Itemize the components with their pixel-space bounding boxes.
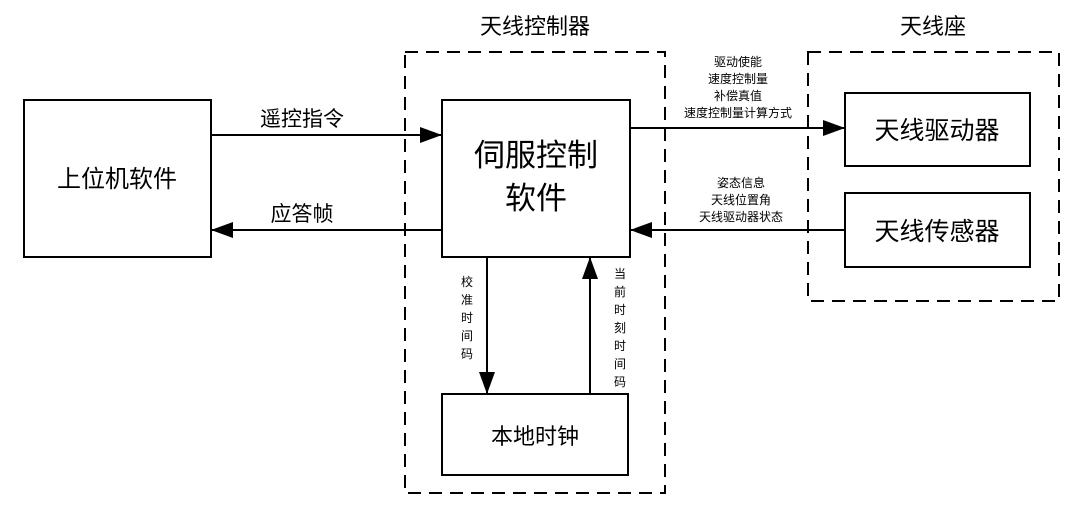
drive-signal-text-1: 驱动使能	[714, 54, 762, 69]
calibration-code-char: 时	[461, 311, 473, 325]
servo-software-block	[441, 99, 631, 258]
servo-software-label-line2: 软件	[505, 181, 567, 217]
remote-command-label: 遥控指令	[260, 107, 344, 131]
current-time-code-char: 刻	[614, 321, 626, 335]
sensor-signal-text-1: 姿态信息	[717, 175, 765, 190]
host-software-block	[23, 99, 212, 258]
current-time-code-label: 当 前 时 刻 时 间 码	[614, 267, 626, 389]
drive-signal-text-2: 速度控制量	[708, 71, 768, 86]
antenna-driver-label: 天线驱动器	[874, 116, 999, 145]
antenna-controller-group	[404, 51, 666, 494]
calibration-code-char: 间	[461, 329, 473, 343]
local-clock-block	[441, 393, 629, 476]
antenna-sensor-label: 天线传感器	[874, 217, 999, 246]
calibration-code-label: 校 准 时 间 码	[461, 274, 473, 361]
response-frame-label: 应答帧	[271, 202, 334, 226]
local-clock-label: 本地时钟	[491, 425, 579, 450]
sensor-signal-text-2: 天线位置角	[711, 192, 771, 207]
antenna-sensor-block	[844, 192, 1031, 268]
calibration-code-char: 校	[461, 274, 473, 289]
drive-signal-text-3: 补偿真值	[714, 88, 762, 103]
current-time-code-char: 当	[614, 267, 626, 281]
servo-software-label-line1: 伺服控制	[474, 138, 598, 174]
sensor-signal-text-3: 天线驱动器状态	[699, 210, 783, 224]
current-time-code-char: 间	[614, 357, 626, 371]
antenna-driver-block	[844, 92, 1031, 167]
host-software-label: 上位机软件	[57, 165, 177, 193]
current-time-code-char: 时	[614, 303, 626, 317]
controller-group-title: 天线控制器	[480, 15, 590, 40]
calibration-code-char: 准	[461, 293, 473, 307]
drive-signal-text-4: 速度控制量计算方式	[684, 105, 792, 120]
current-time-code-char: 时	[614, 339, 626, 353]
pedestal-group-title: 天线座	[900, 15, 966, 40]
calibration-code-char: 码	[461, 347, 473, 361]
current-time-code-char: 前	[614, 284, 626, 299]
current-time-code-char: 码	[614, 375, 626, 389]
